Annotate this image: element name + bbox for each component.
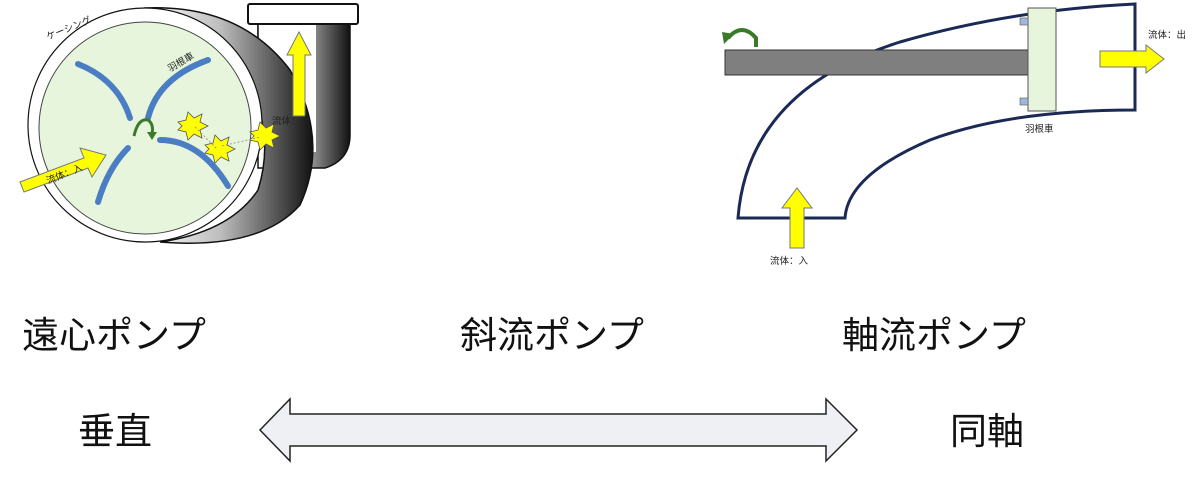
inlet-arrow-icon xyxy=(19,147,107,193)
axial-fluid-out-label: 流体：出 xyxy=(1148,29,1186,41)
fluid-out-label: 流体：出 xyxy=(272,115,310,127)
centrifugal-pump-label: 遠心ポンプ xyxy=(22,314,206,357)
impeller-blades xyxy=(75,57,231,205)
axial-casing xyxy=(736,2,1137,220)
axial-pump-label: 軸流ポンプ xyxy=(842,314,1026,357)
impeller-tab xyxy=(1019,17,1029,26)
shaft xyxy=(724,49,1032,76)
particle-path xyxy=(194,126,218,150)
centrifugal-pump-illustration: ケーシング 羽根車 流体：入 流体：出 xyxy=(19,3,359,244)
axial-rotation-arrowhead-icon xyxy=(722,32,734,44)
outlet-arrow-icon xyxy=(286,30,312,117)
axial-pump-illustration: 羽根車 流体：入 流体：出 xyxy=(722,2,1186,267)
axial-fluid-in-label: 流体：入 xyxy=(770,255,809,267)
axial-outlet-arrow-icon xyxy=(1099,43,1165,75)
mixed-flow-pump-label: 斜流ポンプ xyxy=(460,314,644,357)
axial-rotation-arrow-icon xyxy=(726,28,758,47)
perpendicular-label: 垂直 xyxy=(78,410,152,453)
axial-impeller-label: 羽根車 xyxy=(1025,123,1054,135)
axial-inlet-arrow-icon xyxy=(781,187,813,249)
particle-path xyxy=(221,136,261,147)
axial-impeller xyxy=(1027,7,1057,112)
rotation-arrow-icon xyxy=(132,118,154,137)
rotation-arrowhead-icon xyxy=(147,132,157,140)
double-headed-arrow-icon xyxy=(258,397,859,463)
coaxial-label: 同軸 xyxy=(950,410,1024,453)
impeller-tab xyxy=(1019,97,1029,106)
